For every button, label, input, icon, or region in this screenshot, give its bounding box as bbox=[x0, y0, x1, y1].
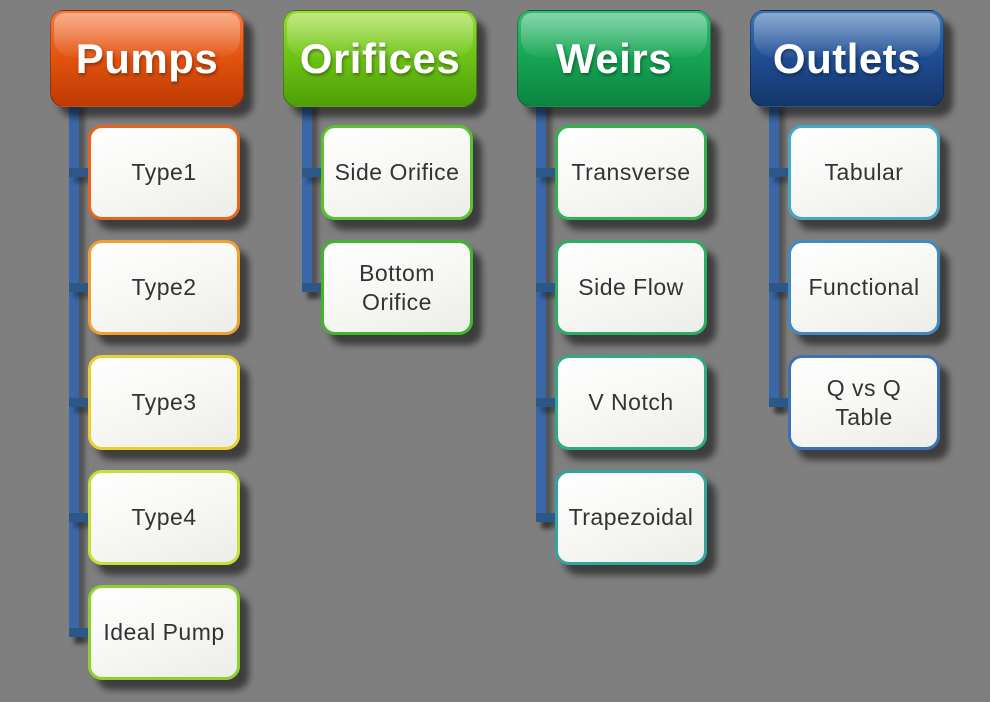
node-bottom-orifice: Bottom Orifice bbox=[321, 240, 473, 335]
orifices-connector-stub-2 bbox=[302, 283, 325, 292]
node-trapezoidal: Trapezoidal bbox=[555, 470, 707, 565]
outlets-connector-stub-1 bbox=[769, 168, 792, 177]
node-trapezoidal-label: Trapezoidal bbox=[568, 504, 694, 531]
pumps-connector-stub-3 bbox=[69, 398, 92, 407]
weirs-header: Weirs bbox=[517, 10, 711, 107]
node-type4-label: Type4 bbox=[131, 504, 197, 531]
outlets-header-label: Outlets bbox=[772, 34, 922, 82]
outlets-connector-line bbox=[769, 100, 779, 407]
node-q-vs-q-table-label: Q vs Q Table bbox=[826, 374, 902, 430]
node-ideal-pump-label: Ideal Pump bbox=[103, 619, 225, 646]
node-side-orifice-label: Side Orifice bbox=[334, 159, 460, 186]
weirs-header-label: Weirs bbox=[555, 34, 673, 82]
node-v-notch: V Notch bbox=[555, 355, 707, 450]
node-bottom-orifice-label: Bottom Orifice bbox=[359, 259, 435, 315]
pumps-connector-line bbox=[69, 100, 79, 637]
weirs-column: Weirs Transverse Side Flow V Notch Trape… bbox=[517, 0, 757, 702]
node-type4: Type4 bbox=[88, 470, 240, 565]
outlets-header: Outlets bbox=[750, 10, 944, 107]
node-ideal-pump: Ideal Pump bbox=[88, 585, 240, 680]
node-type3: Type3 bbox=[88, 355, 240, 450]
outlets-connector-stub-2 bbox=[769, 283, 792, 292]
node-type3-label: Type3 bbox=[131, 389, 197, 416]
node-type1-label: Type1 bbox=[131, 159, 197, 186]
pumps-header-label: Pumps bbox=[75, 34, 219, 82]
orifices-connector-line bbox=[302, 100, 312, 292]
node-q-vs-q-table: Q vs Q Table bbox=[788, 355, 940, 450]
orifices-header-label: Orifices bbox=[299, 34, 461, 82]
node-functional: Functional bbox=[788, 240, 940, 335]
weirs-connector-stub-2 bbox=[536, 283, 559, 292]
outlets-connector-stub-3 bbox=[769, 398, 792, 407]
node-transverse-label: Transverse bbox=[571, 159, 691, 186]
orifices-connector-stub-1 bbox=[302, 168, 325, 177]
node-type1: Type1 bbox=[88, 125, 240, 220]
node-tabular-label: Tabular bbox=[824, 159, 904, 186]
node-v-notch-label: V Notch bbox=[588, 389, 674, 416]
node-type2-label: Type2 bbox=[131, 274, 197, 301]
node-side-flow-label: Side Flow bbox=[578, 274, 684, 301]
pumps-connector-stub-5 bbox=[69, 628, 92, 637]
weirs-connector-stub-3 bbox=[536, 398, 559, 407]
weirs-connector-stub-1 bbox=[536, 168, 559, 177]
orifices-column: Orifices Side Orifice Bottom Orifice bbox=[283, 0, 523, 702]
node-tabular: Tabular bbox=[788, 125, 940, 220]
outlets-column: Outlets Tabular Functional Q vs Q Table bbox=[750, 0, 990, 702]
node-transverse: Transverse bbox=[555, 125, 707, 220]
pumps-column: Pumps Type1 Type2 Type3 Type4 Ideal Pump bbox=[50, 0, 290, 702]
node-functional-label: Functional bbox=[808, 274, 920, 301]
node-type2: Type2 bbox=[88, 240, 240, 335]
pumps-connector-stub-2 bbox=[69, 283, 92, 292]
node-side-flow: Side Flow bbox=[555, 240, 707, 335]
node-side-orifice: Side Orifice bbox=[321, 125, 473, 220]
orifices-header: Orifices bbox=[283, 10, 477, 107]
weirs-connector-line bbox=[536, 100, 546, 522]
pumps-connector-stub-4 bbox=[69, 513, 92, 522]
pumps-connector-stub-1 bbox=[69, 168, 92, 177]
weirs-connector-stub-4 bbox=[536, 513, 559, 522]
pumps-header: Pumps bbox=[50, 10, 244, 107]
